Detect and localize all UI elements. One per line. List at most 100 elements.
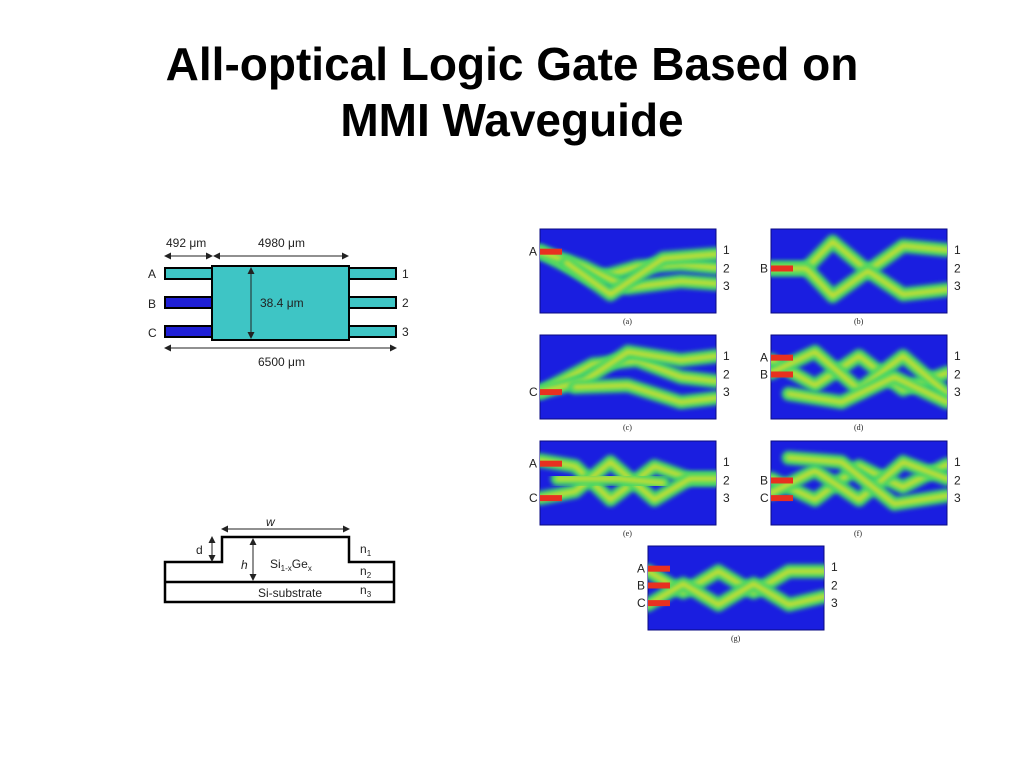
mmi-length-label: 4980 μm — [258, 236, 305, 250]
input-excitation — [771, 265, 793, 272]
input-label-a: A — [148, 267, 156, 281]
h-label: h — [241, 558, 248, 572]
input-excitation — [771, 354, 793, 361]
output-port-label: 1 — [723, 349, 730, 363]
output-port-label: 1 — [954, 455, 961, 469]
input-label-b: B — [148, 297, 156, 311]
d-label: d — [196, 543, 203, 557]
mmi-width-label: 38.4 μm — [260, 296, 304, 310]
input-waveguide-a — [164, 267, 213, 280]
field-beam-core — [786, 374, 947, 405]
mmi-section — [211, 265, 350, 341]
field-beam-core — [786, 455, 947, 507]
panel-caption: (e) — [623, 529, 632, 538]
rib-waveguide-outline — [163, 535, 396, 604]
input-excitation — [540, 460, 562, 467]
input-port-label: C — [637, 596, 646, 610]
n2-label: n2 — [360, 564, 372, 580]
field-beam-core — [771, 266, 947, 299]
simulation-panel: B 1 2 3 (b) — [760, 228, 961, 326]
input-port-label: B — [637, 578, 645, 592]
field-pattern — [540, 244, 716, 302]
output-label-1: 1 — [402, 267, 409, 281]
input-excitation — [648, 582, 670, 589]
output-port-label: 3 — [723, 279, 730, 293]
title-line-1: All-optical Logic Gate Based on — [165, 38, 859, 90]
input-port-label: C — [529, 491, 538, 505]
output-port-label: 1 — [954, 349, 961, 363]
cross-section-diagram: w d h Si1-xGex Si-substrate n1 n2 n3 — [163, 515, 396, 604]
panel-caption: (a) — [623, 317, 632, 326]
input-port-label: A — [529, 457, 537, 471]
panel-caption: (c) — [623, 423, 632, 432]
input-port-label: C — [529, 385, 538, 399]
input-waveguide-c — [164, 325, 213, 338]
output-port-label: 3 — [954, 279, 961, 293]
input-port-label: B — [760, 261, 768, 275]
field-beam-core — [563, 251, 716, 297]
panel-caption: (b) — [854, 317, 864, 326]
field-pattern — [540, 453, 716, 507]
output-port-label: 2 — [954, 473, 961, 487]
field-pattern — [771, 450, 947, 511]
output-waveguide-3 — [348, 325, 397, 338]
output-label-2: 2 — [402, 296, 409, 310]
input-length-label: 492 μm — [166, 236, 206, 250]
output-port-label: 3 — [723, 491, 730, 505]
output-port-label: 2 — [954, 261, 961, 275]
output-port-label: 2 — [831, 578, 838, 592]
input-excitation — [540, 495, 562, 502]
input-port-label: B — [760, 367, 768, 381]
input-label-c: C — [148, 326, 157, 340]
field-pattern — [771, 234, 947, 304]
core-material-label: Si1-xGex — [270, 557, 312, 573]
output-port-label: 3 — [831, 596, 838, 610]
panel-caption: (d) — [854, 423, 864, 432]
field-pattern — [540, 344, 716, 410]
field-beam-core — [771, 462, 947, 503]
panel-caption: (g) — [731, 634, 741, 643]
n3-label: n3 — [360, 583, 372, 599]
output-port-label: 2 — [723, 473, 730, 487]
w-label: w — [266, 515, 276, 529]
output-port-label: 2 — [723, 261, 730, 275]
input-excitation — [648, 600, 670, 607]
output-waveguide-1 — [348, 267, 397, 280]
output-port-label: 3 — [954, 491, 961, 505]
output-waveguide-2 — [348, 296, 397, 309]
output-port-label: 1 — [723, 455, 730, 469]
output-port-label: 2 — [723, 367, 730, 381]
title-line-2: MMI Waveguide — [340, 94, 684, 146]
slide-title: All-optical Logic Gate Based on MMI Wave… — [0, 36, 1024, 148]
input-excitation — [771, 477, 793, 484]
simulation-panel: A C 1 2 3 (e) — [529, 440, 730, 538]
total-length-label: 6500 μm — [258, 355, 305, 369]
field-beam-core — [771, 459, 947, 503]
input-port-label: A — [637, 562, 645, 576]
field-beam-core — [555, 476, 666, 486]
output-label-3: 3 — [402, 325, 409, 339]
input-excitation — [771, 371, 793, 378]
output-port-label: 1 — [954, 243, 961, 257]
output-port-label: 3 — [723, 385, 730, 399]
mmi-top-view-diagram: 492 μm 4980 μm 38.4 μm A B C 1 2 3 6500 … — [148, 236, 409, 369]
field-beam-core — [572, 382, 716, 405]
output-port-label: 3 — [954, 385, 961, 399]
field-pattern — [771, 344, 947, 410]
input-excitation — [771, 495, 793, 502]
input-port-label: A — [529, 245, 537, 259]
input-waveguide-b — [164, 296, 213, 309]
input-port-label: C — [760, 491, 769, 505]
input-excitation — [540, 248, 562, 255]
input-port-label: B — [760, 473, 768, 487]
panel-caption: (f) — [854, 529, 862, 538]
input-excitation — [648, 565, 670, 572]
n1-label: n1 — [360, 542, 372, 558]
simulation-panel: C 1 2 3 (c) — [529, 334, 730, 432]
simulation-panel: BC 1 2 3 (f) — [760, 440, 961, 538]
output-port-label: 2 — [954, 367, 961, 381]
